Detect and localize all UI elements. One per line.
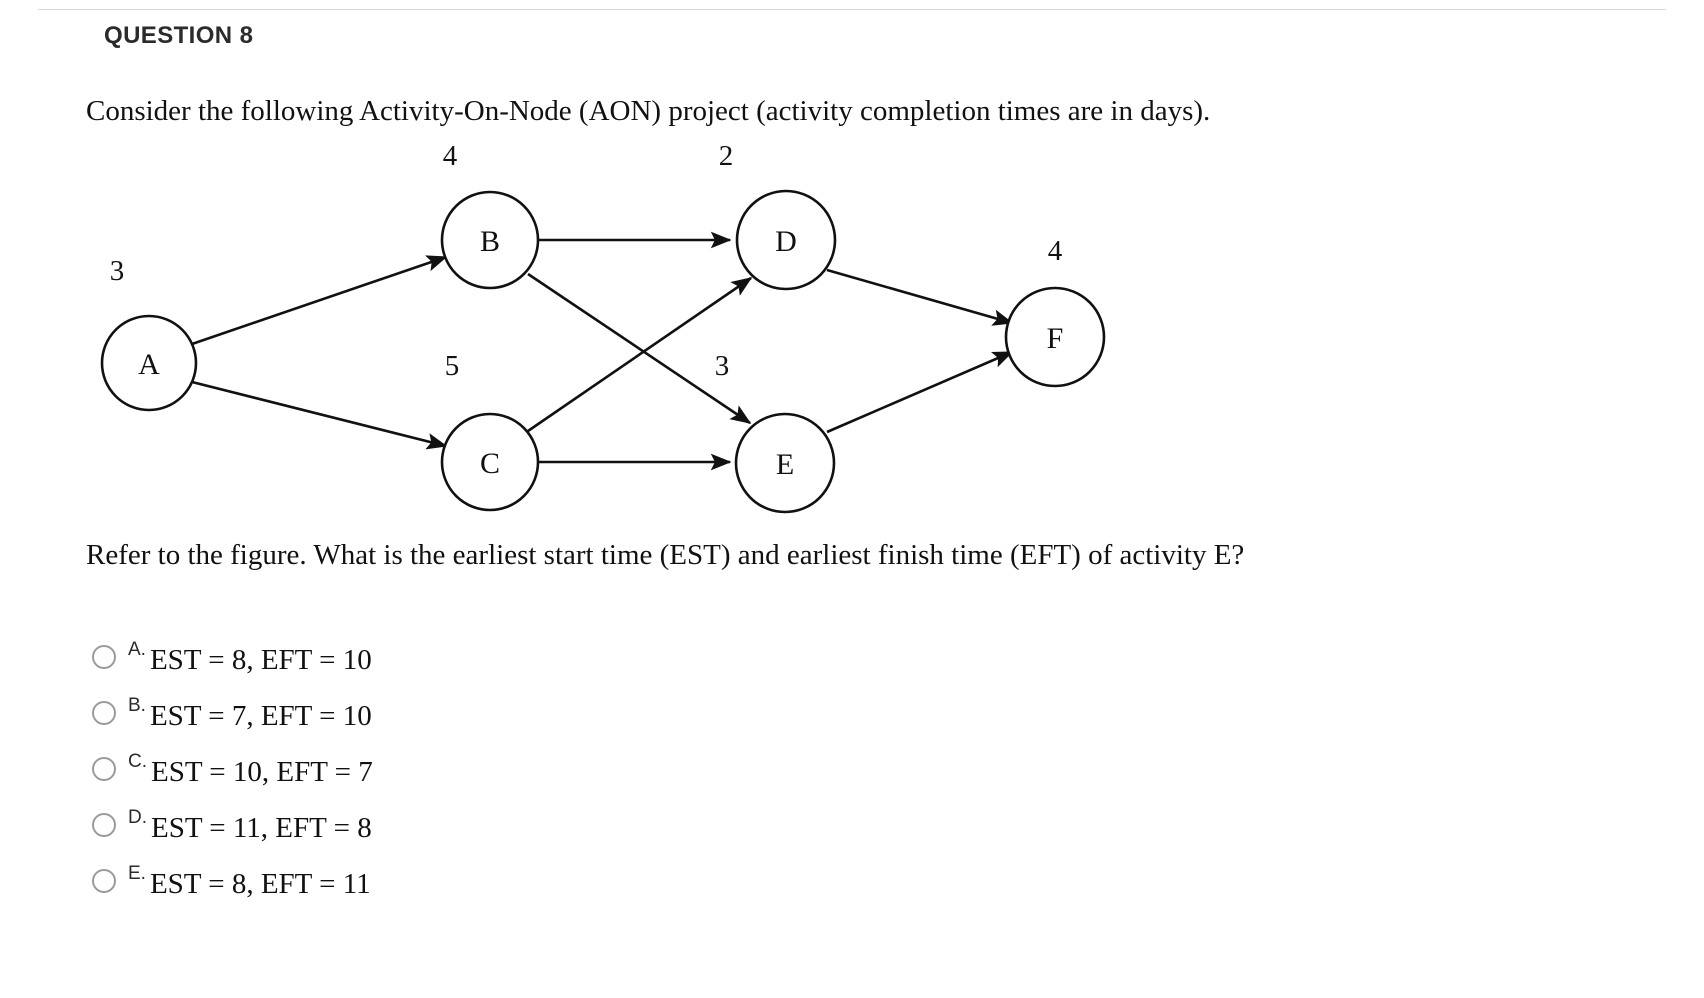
node-a: A 3 (100, 255, 198, 412)
option-e-text: EST = 8, EFT = 11 (149, 868, 371, 900)
page-title: QUESTION 8 (104, 22, 254, 49)
option-b-text: EST = 7, EFT = 10 (149, 700, 372, 732)
option-row-b[interactable]: B. EST = 7, EFT = 10 (92, 688, 992, 744)
edge-c-to-d (527, 276, 753, 433)
radio-option-e[interactable] (92, 869, 116, 893)
node-c-label: C (480, 447, 500, 480)
edge-b-to-e (527, 272, 752, 425)
option-row-a[interactable]: A. EST = 8, EFT = 10 (92, 632, 992, 688)
option-d-text: EST = 11, EFT = 8 (151, 812, 372, 844)
node-layer: A 3 B 4 C 5 D 2 (100, 140, 1106, 514)
node-e-label: E (776, 448, 794, 481)
node-c-duration: 5 (445, 350, 460, 382)
option-d-letter: D. (128, 807, 147, 828)
node-e-duration: 3 (715, 350, 730, 382)
node-a-label: A (138, 348, 160, 381)
node-a-duration: 3 (110, 255, 125, 287)
option-c-text: EST = 10, EFT = 7 (151, 756, 373, 788)
edge-a-to-b (191, 255, 448, 346)
node-f-label: F (1047, 322, 1064, 355)
radio-option-c[interactable] (92, 757, 116, 781)
answer-options-list: A. EST = 8, EFT = 10 B. EST = 7, EFT = 1… (92, 632, 992, 912)
node-c: C 5 (440, 350, 540, 512)
option-b-letter: B. (128, 695, 146, 716)
node-e: E 3 (715, 350, 836, 514)
radio-option-b[interactable] (92, 701, 116, 725)
node-d-duration: 2 (719, 140, 734, 172)
option-row-c[interactable]: C. EST = 10, EFT = 7 (92, 744, 992, 800)
radio-option-a[interactable] (92, 645, 116, 669)
node-f-duration: 4 (1048, 235, 1063, 267)
node-b-duration: 4 (443, 140, 458, 172)
page-top-divider (38, 9, 1666, 10)
edge-e-to-f (826, 350, 1014, 434)
node-b-label: B (480, 225, 500, 258)
node-d-label: D (775, 225, 797, 258)
node-b: B 4 (440, 140, 540, 290)
node-d: D 2 (719, 140, 837, 291)
radio-option-d[interactable] (92, 813, 116, 837)
edge-layer (191, 231, 1014, 471)
option-a-text: EST = 8, EFT = 10 (149, 644, 372, 676)
option-row-e[interactable]: E. EST = 8, EFT = 11 (92, 856, 992, 912)
option-c-letter: C. (128, 751, 147, 772)
edge-d-to-f (826, 268, 1014, 326)
option-row-d[interactable]: D. EST = 11, EFT = 8 (92, 800, 992, 856)
edge-a-to-c (191, 380, 448, 450)
option-e-letter: E. (128, 863, 146, 884)
node-f: F 4 (1004, 235, 1106, 388)
prompt-question-text: Refer to the figure. What is the earlies… (86, 539, 1245, 571)
aon-network-diagram: A 3 B 4 C 5 D 2 (0, 130, 1300, 530)
option-a-letter: A. (128, 639, 146, 660)
prompt-intro-text: Consider the following Activity-On-Node … (86, 95, 1211, 127)
